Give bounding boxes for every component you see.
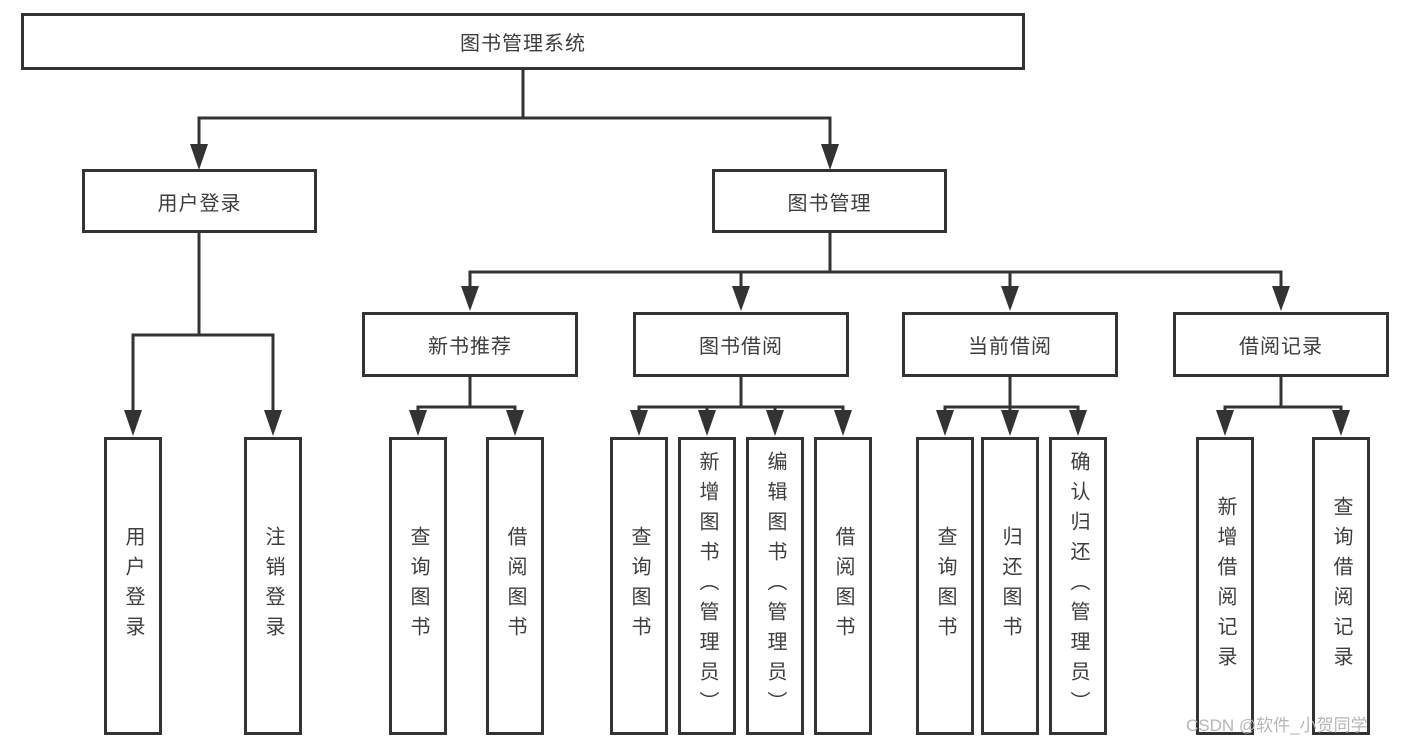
node-book-management: 图书管理 xyxy=(712,169,947,233)
csdn-watermark: CSDN @软件_小贺同学 xyxy=(1186,716,1368,735)
node-current-borrowing: 当前借阅 xyxy=(902,312,1118,377)
leaf-confirm-return-admin: 确认归还（管理员） xyxy=(1049,437,1107,735)
leaf-label: 编辑图书（管理员） xyxy=(764,451,786,721)
connector-book-management-to-level3 xyxy=(461,233,1290,311)
connector-root-to-level2 xyxy=(190,69,839,170)
leaf-label: 归还图书 xyxy=(999,526,1021,646)
leaf-label: 查询图书 xyxy=(628,526,650,646)
connector-level3-to-leaves xyxy=(409,377,1350,436)
leaf-label: 借阅图书 xyxy=(832,526,854,646)
leaf-label: 新增借阅记录 xyxy=(1214,496,1236,676)
node-label: 用户登录 xyxy=(157,192,242,215)
node-label: 图书管理系统 xyxy=(460,33,586,55)
leaf-add-borrow-record: 新增借阅记录 xyxy=(1196,437,1254,735)
leaf-label: 查询图书 xyxy=(934,526,956,646)
node-library-management-system: 图书管理系统 xyxy=(21,13,1025,70)
leaf-label: 借阅图书 xyxy=(504,526,526,646)
leaf-label: 注销登录 xyxy=(262,526,284,646)
node-user-login: 用户登录 xyxy=(82,169,317,233)
node-borrowing-records: 借阅记录 xyxy=(1173,312,1389,377)
leaf-label: 确认归还（管理员） xyxy=(1067,451,1089,721)
node-label: 借阅记录 xyxy=(1239,336,1323,358)
node-label: 当前借阅 xyxy=(968,336,1052,358)
leaf-label: 用户登录 xyxy=(122,526,144,646)
leaf-query-borrow-record: 查询借阅记录 xyxy=(1312,437,1370,735)
leaf-query-books-recommend: 查询图书 xyxy=(389,437,447,735)
node-label: 图书管理 xyxy=(787,192,872,215)
leaf-logout: 注销登录 xyxy=(244,437,302,735)
node-new-book-recommendation: 新书推荐 xyxy=(362,312,578,377)
leaf-add-books-admin: 新增图书（管理员） xyxy=(678,437,736,735)
node-label: 图书借阅 xyxy=(699,336,783,358)
leaf-return-books: 归还图书 xyxy=(981,437,1039,735)
leaf-borrow-books-recommend: 借阅图书 xyxy=(486,437,544,735)
leaf-borrow-books: 借阅图书 xyxy=(814,437,872,735)
leaf-label: 新增图书（管理员） xyxy=(696,451,718,721)
leaf-query-books-borrowing: 查询图书 xyxy=(610,437,668,735)
leaf-query-books-current: 查询图书 xyxy=(916,437,974,735)
leaf-edit-books-admin: 编辑图书（管理员） xyxy=(746,437,804,735)
leaf-user-login: 用户登录 xyxy=(104,437,162,735)
node-label: 新书推荐 xyxy=(428,336,512,358)
leaf-label: 查询借阅记录 xyxy=(1330,496,1352,676)
leaf-label: 查询图书 xyxy=(407,526,429,646)
node-book-borrowing: 图书借阅 xyxy=(633,312,849,377)
connector-user-login-branch xyxy=(124,233,282,436)
